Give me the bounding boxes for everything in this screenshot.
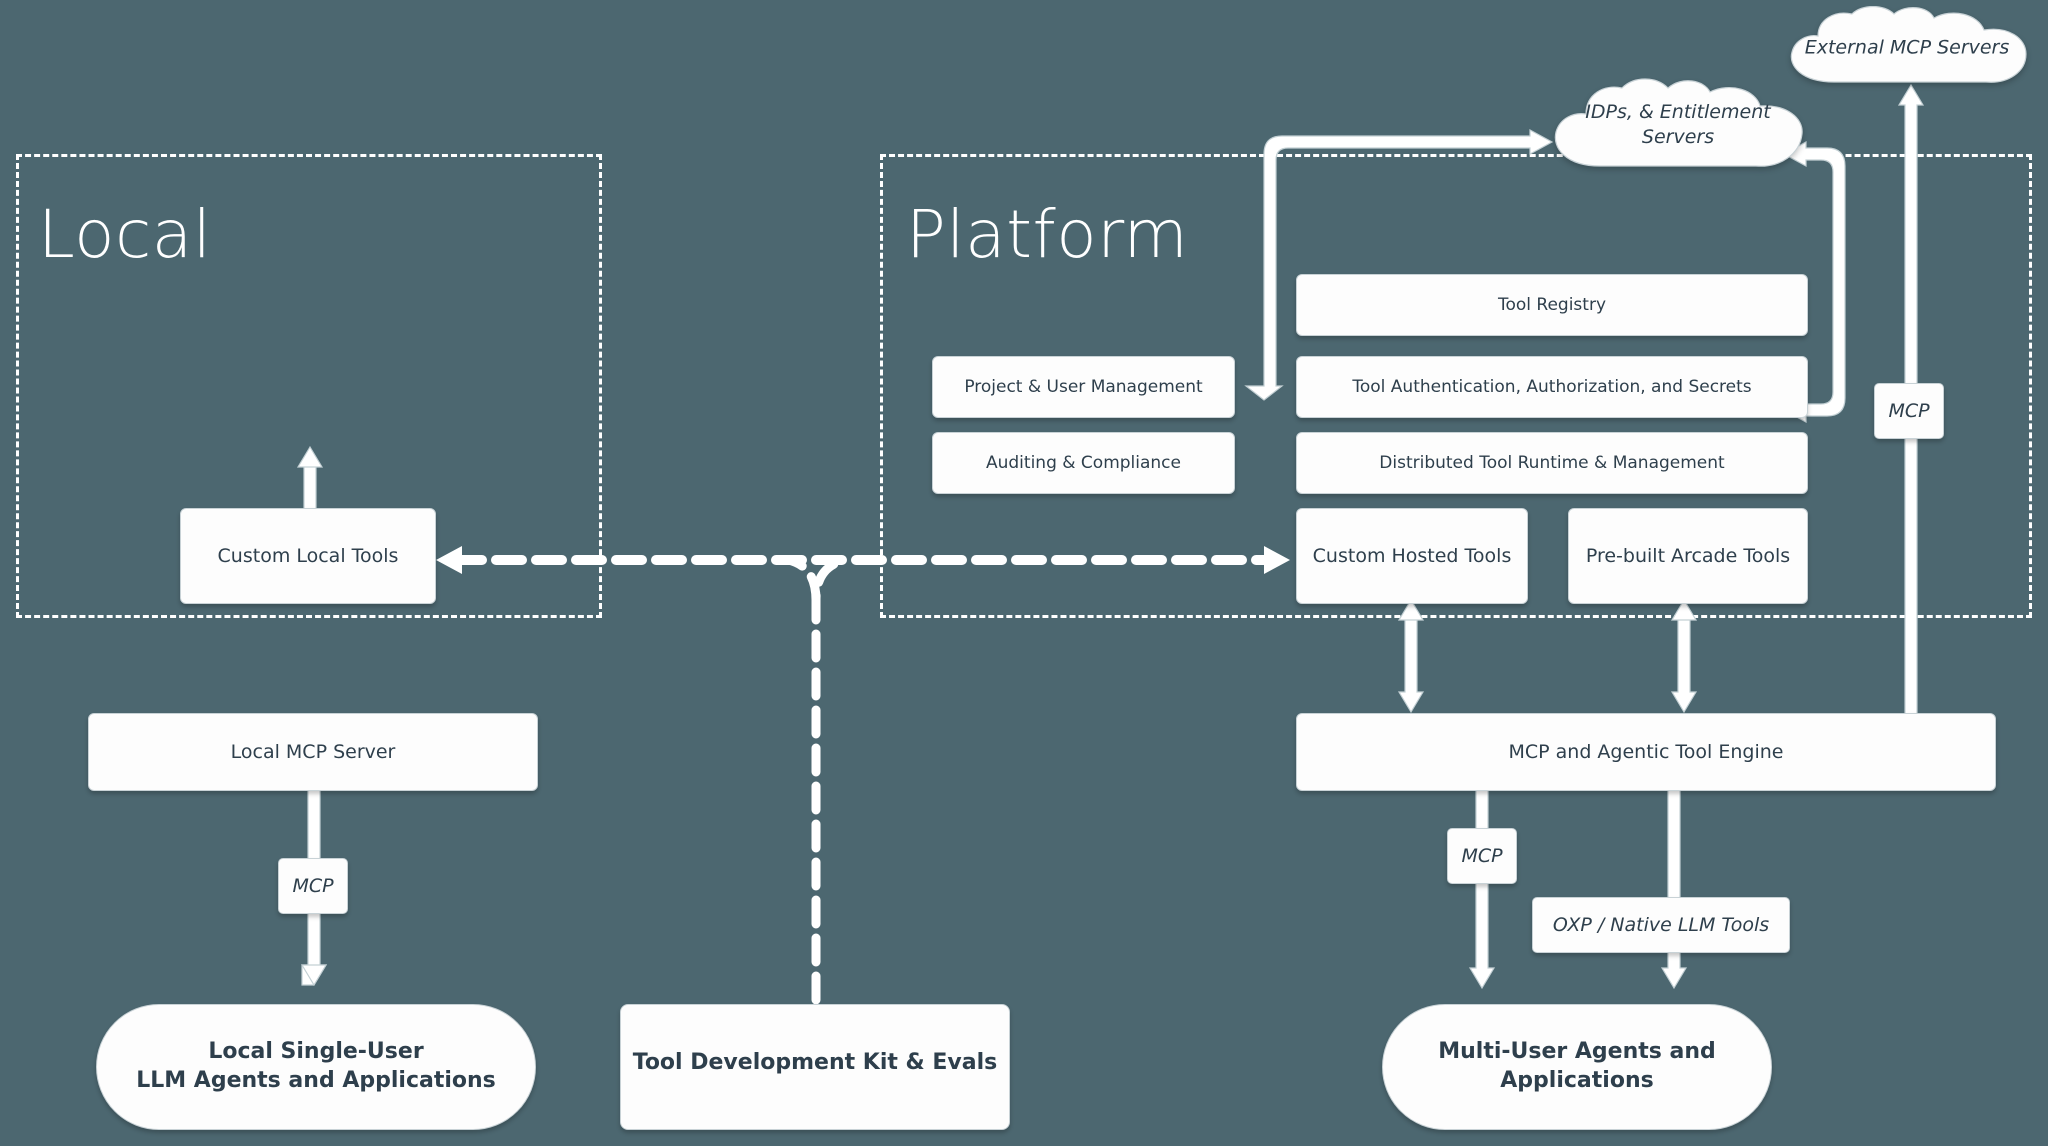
- cloud-external-mcp-servers: External MCP Servers: [1776, 5, 2038, 94]
- zone-local: [16, 154, 602, 618]
- dashed-tdk-connector: [783, 555, 851, 1005]
- box-local-agents[interactable]: Local Single-User LLM Agents and Applica…: [96, 1004, 536, 1130]
- box-custom-local-tools[interactable]: Custom Local Tools: [180, 508, 436, 604]
- dashed-bridge-arrow: [436, 546, 1290, 574]
- box-project-user-management[interactable]: Project & User Management: [932, 356, 1235, 418]
- box-tool-development-kit[interactable]: Tool Development Kit & Evals: [620, 1004, 1010, 1130]
- box-local-agents-line2: LLM Agents and Applications: [136, 1068, 496, 1093]
- box-mcp-agentic-tool-engine[interactable]: MCP and Agentic Tool Engine: [1296, 713, 1996, 791]
- box-tool-authentication[interactable]: Tool Authentication, Authorization, and …: [1296, 356, 1808, 418]
- arrow-toolauth-idps: [1782, 140, 1846, 424]
- zone-platform: [880, 154, 2032, 618]
- tag-mcp-local: MCP: [278, 858, 348, 914]
- tag-mcp-agents: MCP: [1447, 828, 1517, 884]
- tag-mcp-external: MCP: [1874, 383, 1944, 439]
- box-local-agents-line1: Local Single-User: [208, 1039, 424, 1065]
- cloud-idps-entitlement-servers: IDPs, & Entitlement Servers: [1542, 78, 1814, 178]
- box-tool-registry[interactable]: Tool Registry: [1296, 274, 1808, 336]
- arrow-hostedtools-engine: [1397, 598, 1425, 714]
- box-custom-hosted-tools[interactable]: Custom Hosted Tools: [1296, 508, 1528, 604]
- zone-platform-title: Platform: [906, 196, 1189, 273]
- arrow-projectusers-idps: [1244, 128, 1554, 401]
- box-multiuser-agents-line2: Applications: [1500, 1068, 1654, 1093]
- arrow-arcadetools-engine: [1670, 598, 1698, 714]
- tag-oxp-native-llm-tools: OXP / Native LLM Tools: [1532, 897, 1790, 953]
- zone-local-title: Local: [38, 196, 212, 273]
- cloud-shape: [1790, 5, 2027, 83]
- cloud-shape: [1554, 78, 1803, 167]
- box-multiuser-agents[interactable]: Multi-User Agents and Applications: [1382, 1004, 1772, 1130]
- box-prebuilt-arcade-tools[interactable]: Pre-built Arcade Tools: [1568, 508, 1808, 604]
- box-local-mcp-server[interactable]: Local MCP Server: [88, 713, 538, 791]
- box-multiuser-agents-line1: Multi-User Agents and: [1438, 1039, 1716, 1065]
- arrow-engine-agents-right: [1660, 768, 1688, 990]
- box-distributed-tool-runtime[interactable]: Distributed Tool Runtime & Management: [1296, 432, 1808, 494]
- box-auditing-compliance[interactable]: Auditing & Compliance: [932, 432, 1235, 494]
